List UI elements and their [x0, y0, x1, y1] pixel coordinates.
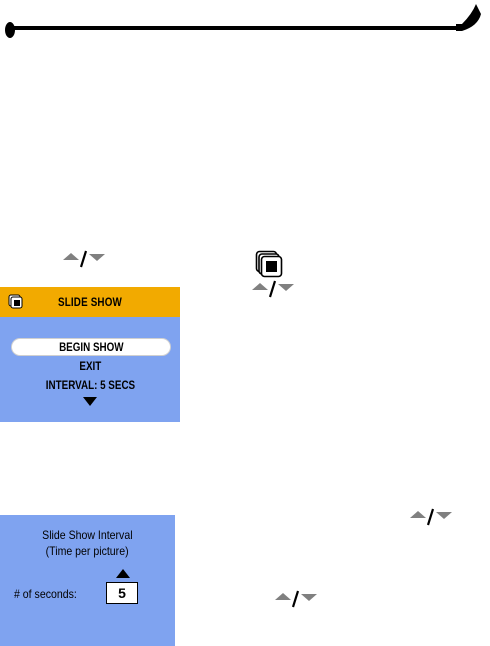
- seconds-value-field[interactable]: 5: [106, 582, 138, 604]
- menu-item-begin-show[interactable]: BEGIN SHOW: [12, 339, 170, 355]
- menu-item-label: BEGIN SHOW: [58, 340, 124, 354]
- interval-title-line: Slide Show Interval: [42, 528, 133, 542]
- up-down-arrow-icon: [252, 280, 294, 298]
- menu-item-label: INTERVAL: 5 SECS: [45, 378, 135, 392]
- up-down-arrow-icon: [275, 590, 317, 608]
- up-down-arrow-icon: [63, 250, 105, 268]
- slideshow-menu-screen: SLIDE SHOW BEGIN SHOW EXIT INTERVAL: 5 S…: [0, 287, 180, 422]
- up-down-arrow-icon: [410, 508, 452, 526]
- interval-subtitle-line: (Time per picture): [46, 544, 129, 558]
- menu-item-label: EXIT: [79, 359, 101, 373]
- slideshow-interval-screen: Slide Show Interval (Time per picture) #…: [0, 515, 175, 646]
- increase-arrow-icon[interactable]: [116, 569, 130, 578]
- page-header-rule: [5, 4, 481, 38]
- slideshow-mode-icon: [255, 250, 283, 278]
- menu-item-exit[interactable]: EXIT: [0, 358, 180, 374]
- menu-header: SLIDE SHOW: [0, 287, 180, 317]
- slideshow-mode-icon: [8, 294, 23, 309]
- seconds-label: # of seconds:: [14, 587, 77, 601]
- interval-title: Slide Show Interval (Time per picture): [0, 527, 175, 559]
- scroll-down-arrow-icon[interactable]: [83, 397, 97, 406]
- menu-item-interval[interactable]: INTERVAL: 5 SECS: [0, 377, 180, 393]
- menu-title: SLIDE SHOW: [58, 295, 122, 309]
